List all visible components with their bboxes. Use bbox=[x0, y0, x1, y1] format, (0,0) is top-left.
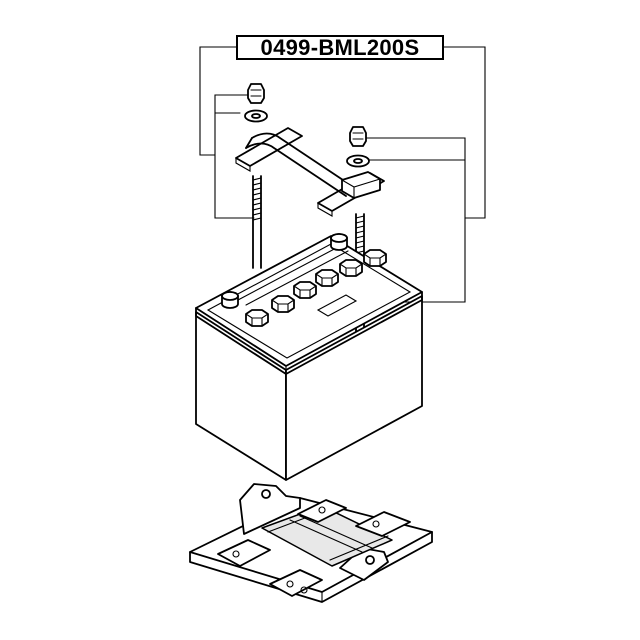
terminal-right bbox=[330, 233, 348, 251]
right-nut bbox=[349, 126, 367, 147]
left-j-bolt bbox=[252, 175, 262, 269]
leader-left-outer bbox=[199, 46, 238, 156]
right-washer bbox=[346, 154, 370, 168]
battery-tray bbox=[189, 483, 433, 603]
part-number-label: 0499-BML200S bbox=[236, 35, 444, 60]
leader-right-outer bbox=[443, 46, 486, 219]
leader-left-inner bbox=[214, 94, 255, 219]
tray-back-bracket bbox=[239, 483, 301, 535]
vent-caps bbox=[245, 249, 387, 327]
battery bbox=[195, 233, 423, 481]
tray-pocket-2 bbox=[269, 569, 323, 597]
battery-side-face bbox=[285, 295, 423, 481]
left-washer bbox=[244, 109, 268, 123]
terminal-left bbox=[221, 291, 239, 309]
left-nut bbox=[247, 83, 265, 104]
tray-pocket-1 bbox=[217, 539, 271, 567]
tray-pocket-3 bbox=[297, 499, 347, 523]
hold-down-clamp bbox=[235, 127, 385, 217]
part-number-text: 0499-BML200S bbox=[260, 34, 420, 60]
tray-pocket-4 bbox=[355, 511, 411, 537]
